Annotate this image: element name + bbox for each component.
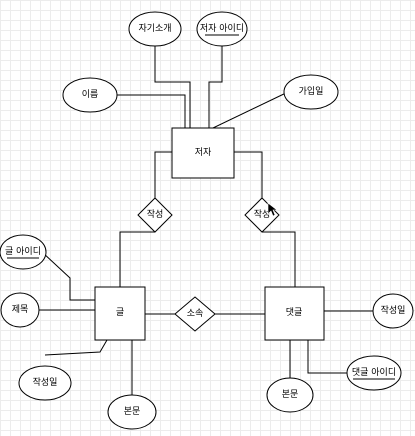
entity-comment-label: 댓글 — [286, 307, 303, 318]
edge-post-date — [44, 339, 108, 356]
attr-post-date[interactable]: 작성일 — [18, 365, 72, 401]
edge-comment-id — [307, 340, 347, 374]
rel-author-writes-post[interactable]: 작성 — [137, 197, 173, 233]
attr-post-title[interactable]: 제목 — [0, 292, 40, 328]
mouse-cursor-icon — [267, 202, 278, 217]
rel-author-writes-comment-label: 작성 — [254, 209, 271, 220]
attr-post-date-label: 작성일 — [33, 377, 58, 388]
attr-author-id[interactable]: 저자 아이디 — [196, 11, 248, 47]
entity-author[interactable]: 저자 — [171, 127, 235, 179]
entity-post-label: 글 — [116, 307, 124, 318]
edge-post-id — [41, 251, 95, 301]
edge-author-writes-comment — [234, 151, 263, 198]
rel-post-belongs-comment[interactable]: 소속 — [174, 296, 216, 332]
edge-author-joindate — [212, 91, 289, 129]
edge-author-id — [208, 46, 223, 128]
attr-author-name[interactable]: 이름 — [62, 77, 118, 113]
attr-author-joindate[interactable]: 가입일 — [283, 74, 339, 110]
attr-author-id-label: 저자 아이디 — [200, 23, 244, 34]
rel-post-belongs-comment-label: 소속 — [187, 308, 204, 319]
attr-post-id[interactable]: 글 아이디 — [0, 234, 47, 270]
edge-author-writes-post — [154, 151, 172, 198]
rel-author-writes-post-label: 작성 — [147, 209, 164, 220]
edge-writes-post — [119, 231, 155, 287]
entity-post[interactable]: 글 — [94, 286, 146, 341]
attr-post-id-label: 글 아이디 — [5, 246, 41, 257]
connectors — [38, 46, 373, 400]
attr-comment-id[interactable]: 댓글 아이디 — [346, 355, 402, 391]
attr-post-body-label: 본문 — [124, 406, 141, 417]
edge-writes-comment — [262, 231, 296, 287]
edge-author-name — [117, 94, 186, 128]
attr-comment-id-label: 댓글 아이디 — [352, 367, 396, 378]
attr-comment-date-label: 작성일 — [381, 305, 406, 316]
edge-author-intro — [154, 46, 191, 128]
entity-author-label: 저자 — [195, 147, 212, 158]
attr-comment-body[interactable]: 본문 — [266, 377, 314, 413]
attr-comment-date[interactable]: 작성일 — [372, 293, 414, 329]
attr-author-name-label: 이름 — [82, 89, 99, 100]
attr-author-intro[interactable]: 자기소개 — [128, 11, 182, 47]
entity-comment[interactable]: 댓글 — [264, 286, 325, 341]
attr-author-intro-label: 자기소개 — [138, 23, 171, 34]
attr-post-body[interactable]: 본문 — [107, 394, 157, 430]
attr-post-title-label: 제목 — [12, 304, 29, 315]
attr-comment-body-label: 본문 — [282, 389, 299, 400]
attr-author-joindate-label: 가입일 — [299, 85, 324, 97]
